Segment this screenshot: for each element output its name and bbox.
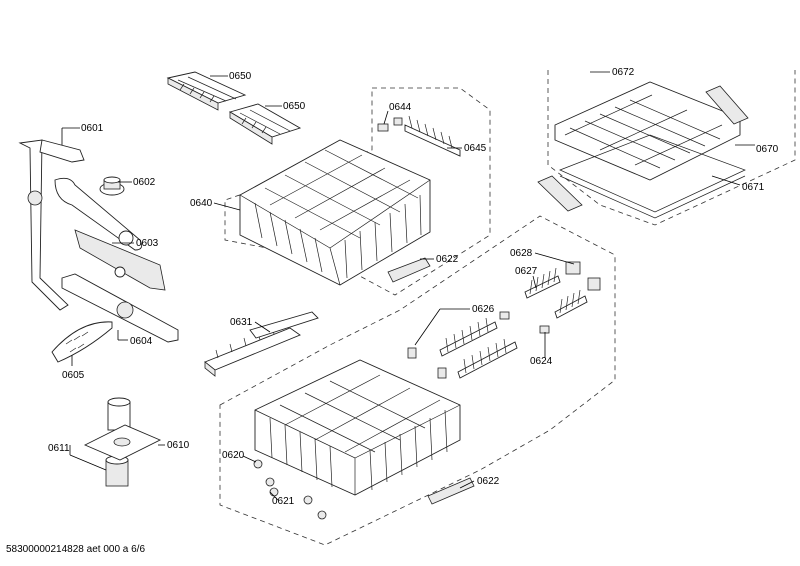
label-0611: 0611 xyxy=(48,443,70,454)
label-0624: 0624 xyxy=(530,356,553,367)
label-0605: 0605 xyxy=(62,370,85,381)
rack-0627 xyxy=(524,267,588,319)
label-0626: 0626 xyxy=(472,304,495,315)
label-0628: 0628 xyxy=(510,248,533,259)
tine-row-0626 xyxy=(439,317,518,379)
label-0620: 0620 xyxy=(222,450,245,461)
handle-0622-lower xyxy=(427,477,475,505)
rack-tines-0645 xyxy=(404,115,461,157)
label-0650-top: 0650 xyxy=(229,71,252,82)
cutlery-tray-0670 xyxy=(554,81,741,181)
label-0640: 0640 xyxy=(190,198,213,209)
label-0622-lower: 0622 xyxy=(477,476,500,487)
support-0631 xyxy=(204,311,319,377)
end-cap-0672-left xyxy=(537,175,583,212)
label-0621: 0621 xyxy=(272,496,295,507)
wheels-0620 xyxy=(253,459,275,487)
label-0627: 0627 xyxy=(515,266,538,277)
hinge-0628 xyxy=(565,261,601,291)
cutlery-support-0650-top xyxy=(166,71,247,111)
label-0604: 0604 xyxy=(130,336,153,347)
nozzle-0602 xyxy=(99,176,125,196)
label-0622-upper: 0622 xyxy=(436,254,459,265)
label-0670: 0670 xyxy=(756,144,779,155)
clips-0624 xyxy=(407,311,550,379)
label-0601: 0601 xyxy=(81,123,104,134)
filter-plate-0610 xyxy=(83,424,162,461)
label-0602: 0602 xyxy=(133,177,156,188)
cutlery-support-0650-bottom xyxy=(228,103,302,145)
handle-0622-upper xyxy=(387,257,431,283)
rail-0671 xyxy=(559,134,746,219)
water-supply-tube-0601 xyxy=(18,139,85,311)
lower-basket xyxy=(254,359,461,496)
lower-spray-arm-0604 xyxy=(61,273,179,343)
leader-lines xyxy=(61,71,755,501)
sump-0611 xyxy=(105,397,131,487)
upper-basket-0640 xyxy=(239,139,431,286)
label-0672: 0672 xyxy=(612,67,635,78)
filter-plate-0605 xyxy=(51,321,113,363)
label-0645: 0645 xyxy=(464,143,487,154)
clip-0644 xyxy=(377,117,403,132)
upper-spray-arm-0603 xyxy=(54,177,166,291)
cutlery-tray-group-outline xyxy=(547,70,796,226)
label-0631: 0631 xyxy=(230,317,253,328)
end-cap-0672-right xyxy=(705,85,749,125)
document-footer-id: 58300000214828 aet 000 a 6/6 xyxy=(6,544,146,555)
label-0671: 0671 xyxy=(742,182,765,193)
label-0603: 0603 xyxy=(136,238,159,249)
label-0610: 0610 xyxy=(167,440,190,451)
label-0650-bottom: 0650 xyxy=(283,101,306,112)
label-0644: 0644 xyxy=(389,102,412,113)
